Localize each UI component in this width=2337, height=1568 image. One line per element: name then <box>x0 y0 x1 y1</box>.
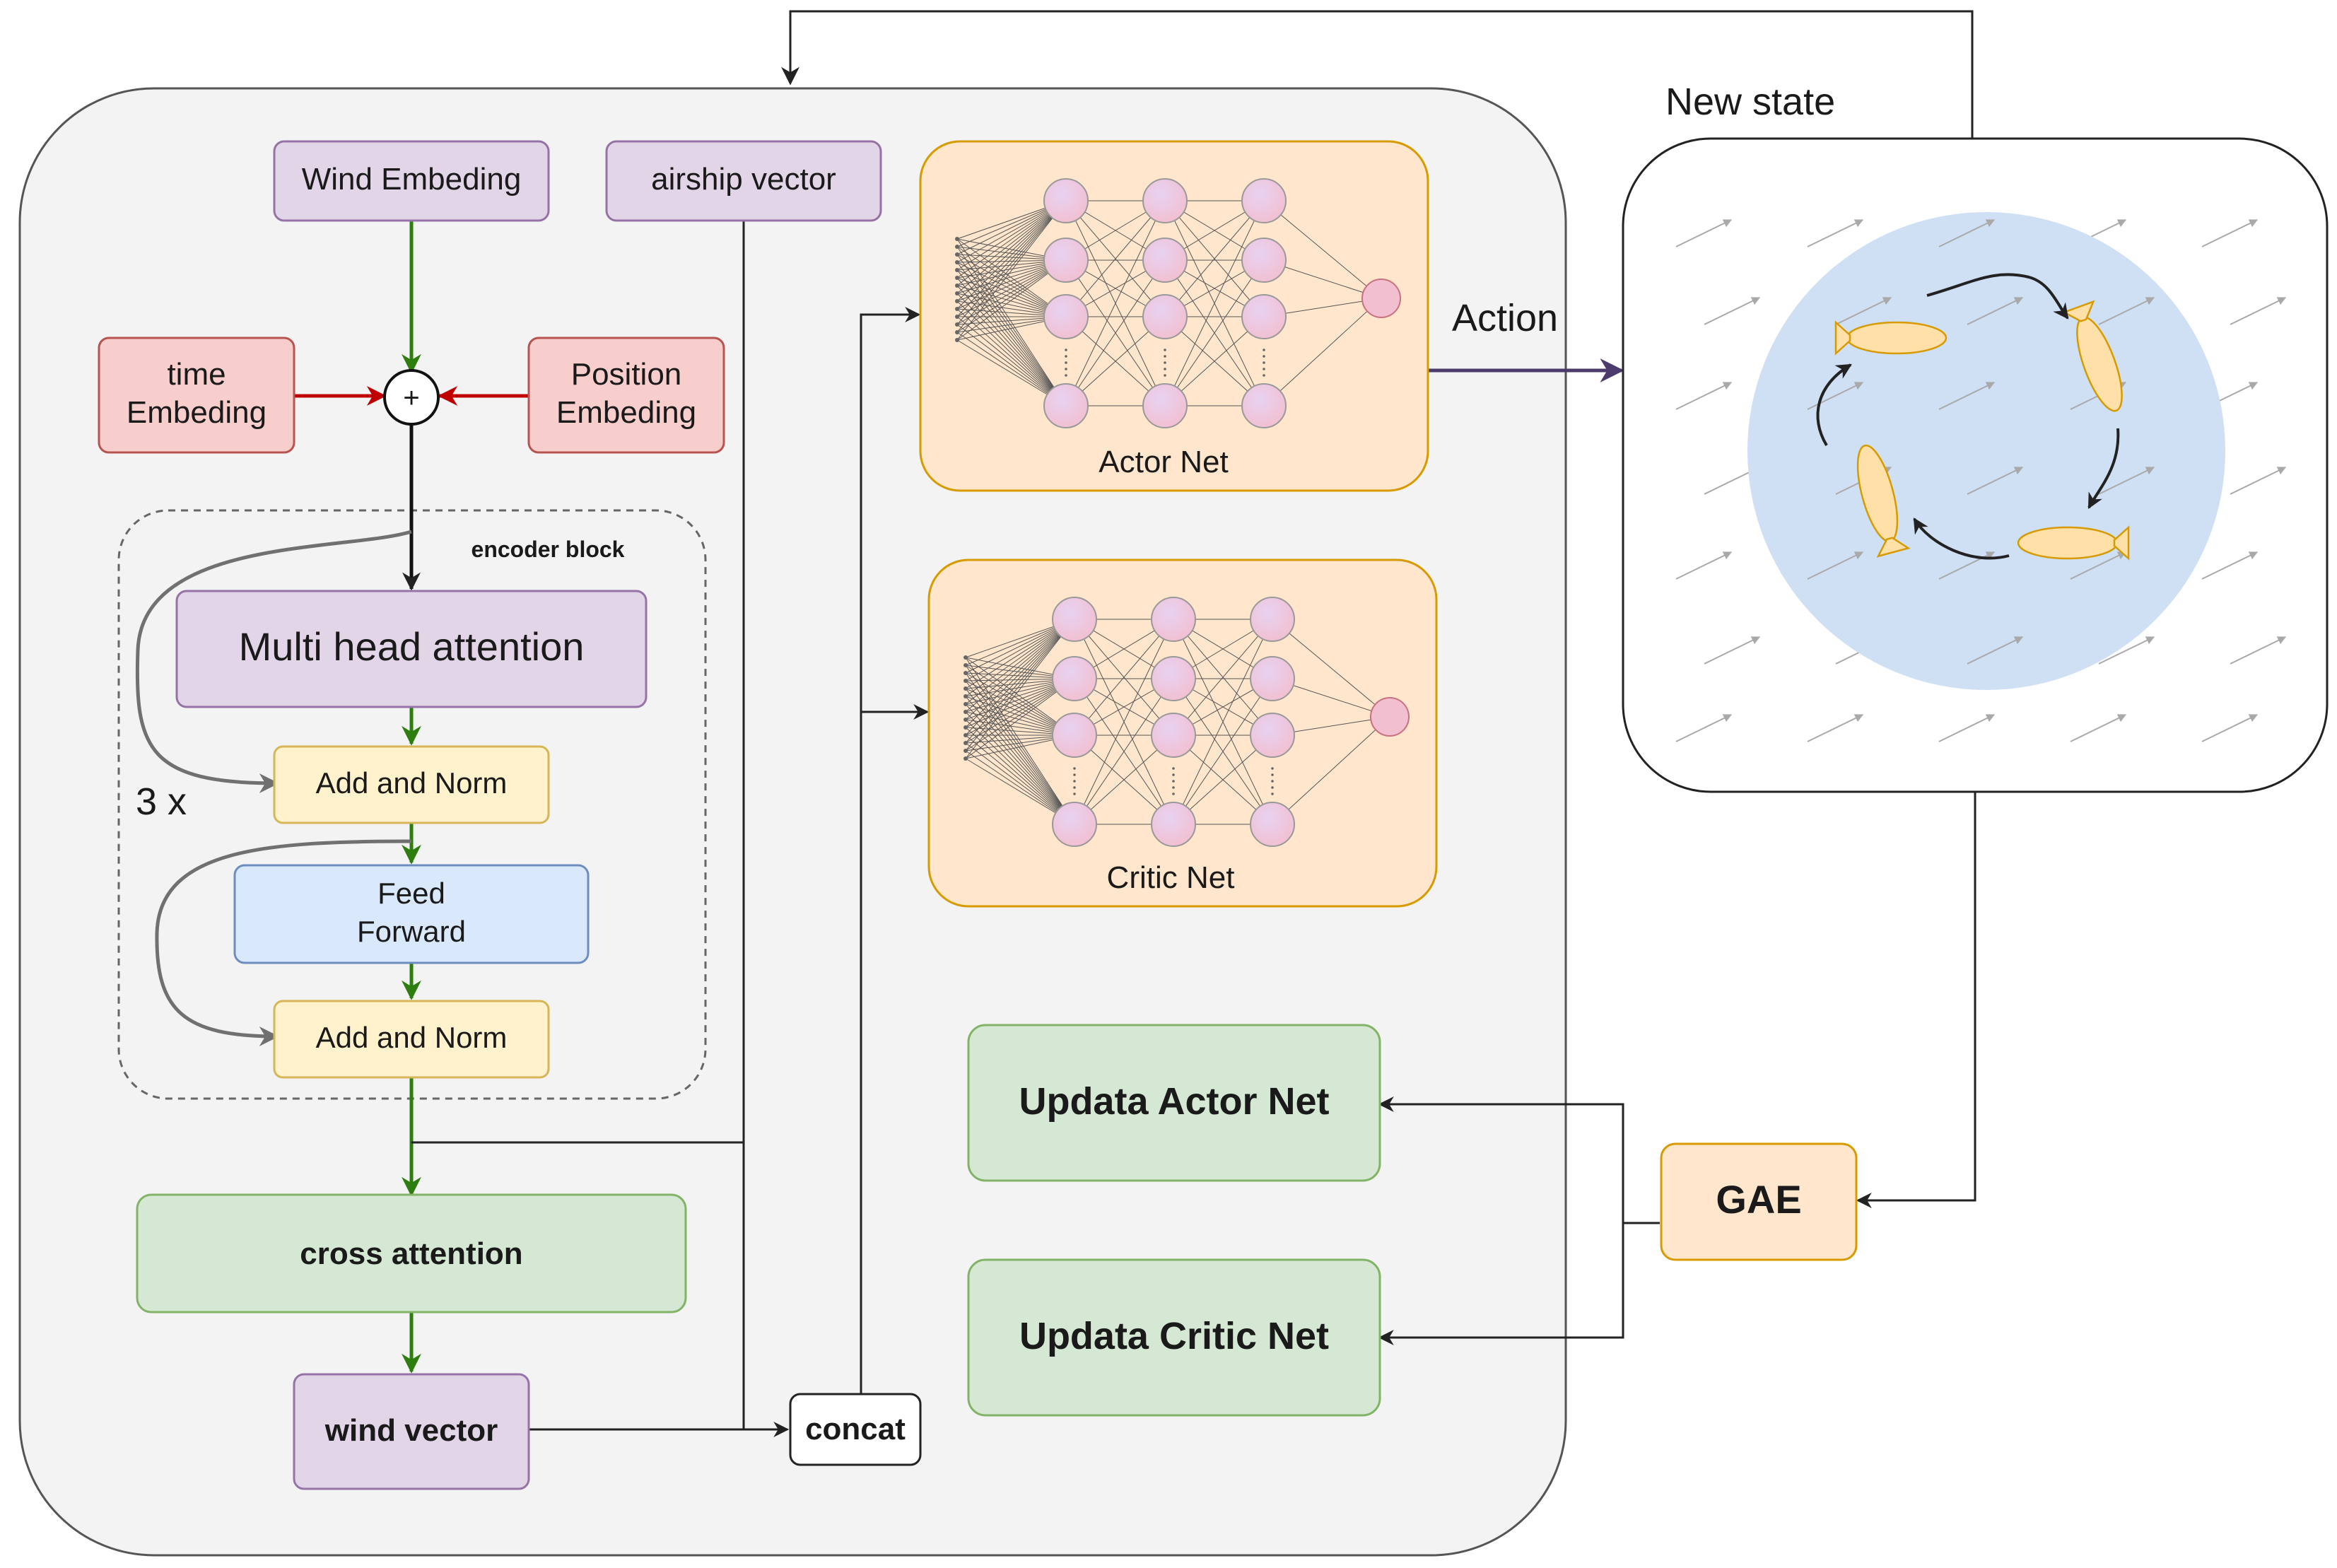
wind-arrow-icon <box>1675 551 1733 580</box>
svg-text:concat: concat <box>805 1412 906 1446</box>
airship-icon <box>1856 444 1911 558</box>
svg-text:Position: Position <box>571 357 682 392</box>
svg-text:Forward: Forward <box>357 915 466 948</box>
svg-text:Updata Critic Net: Updata Critic Net <box>1019 1315 1329 1357</box>
wind-arrow-icon <box>1938 219 1996 247</box>
add-and-norm-1-box: Add and Norm <box>273 745 550 824</box>
feed-forward-box: Feed Forward <box>233 864 590 964</box>
position-embedding-box: Position Embeding <box>527 337 725 454</box>
wind-arrow-icon <box>1967 297 2024 325</box>
svg-text:Feed: Feed <box>377 877 445 910</box>
encoder-block-label: encoder block <box>472 537 625 562</box>
svg-text:time: time <box>167 357 226 392</box>
new-state-label: New state <box>1665 81 1835 123</box>
update-actor-net-box: Updata Actor Net <box>967 1024 1381 1182</box>
wind-arrow-icon <box>2230 636 2287 665</box>
wind-embedding-box: Wind Embeding <box>273 140 550 222</box>
wind-arrow-icon <box>2070 714 2127 742</box>
svg-text:GAE: GAE <box>1716 1177 1801 1222</box>
wind-arrow-icon <box>1967 467 2024 495</box>
svg-text:Multi head attention: Multi head attention <box>239 624 585 669</box>
wind-arrow-icon <box>1675 382 1733 410</box>
wind-arrow-icon <box>1938 382 1996 410</box>
concat-box: concat <box>789 1393 922 1466</box>
environment-disc <box>1747 212 2225 690</box>
neural-network-icon <box>955 178 1401 428</box>
wind-arrow-icon <box>2098 636 2155 665</box>
airship-icon <box>2061 300 2123 412</box>
wind-arrow-icon <box>1675 219 1733 247</box>
svg-text:Add and Norm: Add and Norm <box>316 766 508 800</box>
wind-arrow-icon <box>1807 382 1864 410</box>
multi-head-attention-box: Multi head attention <box>175 590 648 708</box>
repeat-count-label: 3 x <box>136 780 187 823</box>
neural-network-icon <box>964 597 1410 847</box>
wind-arrow-icon <box>1807 219 1864 247</box>
actor-net-box: Actor Net <box>919 140 1429 492</box>
wind-field <box>1675 219 2287 742</box>
action-label: Action <box>1452 297 1558 339</box>
update-critic-net-box: Updata Critic Net <box>967 1258 1381 1417</box>
wind-arrow-icon <box>1807 551 1864 580</box>
wind-arrow-icon <box>1675 714 1733 742</box>
svg-text:+: + <box>403 382 419 414</box>
wind-arrow-icon <box>1967 636 2024 665</box>
svg-text:Actor Net: Actor Net <box>1099 445 1228 479</box>
svg-text:Wind Embeding: Wind Embeding <box>302 162 522 197</box>
time-embedding-box: time Embeding <box>98 337 295 454</box>
wind-arrow-icon <box>2098 467 2155 495</box>
state-feedback-line <box>781 10 1974 140</box>
wind-arrow-icon <box>2230 297 2287 325</box>
wind-arrow-icon <box>1807 714 1864 742</box>
add-and-norm-2-box: Add and Norm <box>273 1000 550 1079</box>
wind-arrow-icon <box>1704 297 1761 325</box>
add-operator: + <box>383 369 440 426</box>
wind-arrow-icon <box>2201 551 2259 580</box>
svg-text:Critic Net: Critic Net <box>1107 860 1235 895</box>
wind-arrow-icon <box>2230 467 2287 495</box>
svg-text:airship vector: airship vector <box>651 162 836 197</box>
svg-text:Updata Actor Net: Updata Actor Net <box>1019 1080 1329 1123</box>
svg-text:wind vector: wind vector <box>324 1413 498 1448</box>
cross-attention-box: cross attention <box>136 1193 687 1314</box>
airship-icon <box>2017 525 2130 561</box>
gae-box: GAE <box>1660 1142 1858 1261</box>
wind-arrow-icon <box>2098 297 2155 325</box>
environment-box <box>1622 137 2329 793</box>
wind-arrow-icon <box>1938 714 1996 742</box>
critic-net-box: Critic Net <box>927 558 1438 908</box>
svg-text:Add and Norm: Add and Norm <box>316 1021 508 1054</box>
svg-text:cross attention: cross attention <box>300 1236 522 1271</box>
wind-arrow-icon <box>1938 551 1996 580</box>
wind-arrow-icon <box>2201 714 2259 742</box>
airship-icon <box>1834 320 1948 356</box>
wind-arrow-icon <box>2201 219 2259 247</box>
svg-text:Embeding: Embeding <box>127 395 266 430</box>
wind-arrow-icon <box>1704 636 1761 665</box>
airship-vector-box: airship vector <box>605 140 882 222</box>
wind-arrow-icon <box>1835 297 1892 325</box>
svg-text:Embeding: Embeding <box>556 395 696 430</box>
wind-vector-box: wind vector <box>293 1373 530 1490</box>
wind-arrow-icon <box>2070 551 2127 580</box>
